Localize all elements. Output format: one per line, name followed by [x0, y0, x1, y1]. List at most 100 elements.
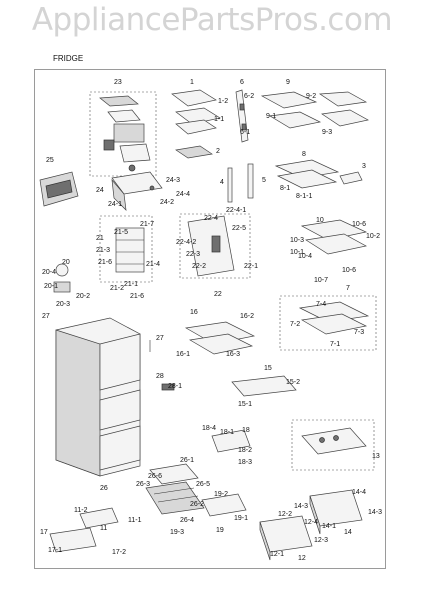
callout-1-2[interactable]: 1-2 [218, 98, 228, 105]
part-6-door-guide[interactable] [235, 89, 249, 143]
callout-18-3[interactable]: 18-3 [238, 459, 252, 466]
callout-22-2[interactable]: 22-2 [192, 263, 206, 270]
part-18-guide[interactable] [211, 429, 251, 453]
callout-22-4-2[interactable]: 22-4-2 [176, 239, 196, 246]
callout-28-1[interactable]: 28-1 [168, 383, 182, 390]
part-3-clip[interactable] [339, 171, 363, 185]
part-5-rail[interactable] [247, 163, 254, 199]
callout-21-6[interactable]: 21-6 [130, 293, 144, 300]
part-19-rail[interactable] [201, 493, 247, 517]
callout-19-2[interactable]: 19-2 [214, 491, 228, 498]
callout-15[interactable]: 15 [264, 365, 272, 372]
callout-18-4[interactable]: 18-4 [202, 425, 216, 432]
callout-3[interactable]: 3 [362, 163, 366, 170]
callout-15-1[interactable]: 15-1 [238, 401, 252, 408]
callout-2[interactable]: 2 [216, 148, 220, 155]
part-28-bracket[interactable] [161, 383, 175, 391]
callout-21-7[interactable]: 21-7 [140, 221, 154, 228]
part-26-basket[interactable] [145, 463, 205, 515]
callout-10-2[interactable]: 10-2 [366, 233, 380, 240]
callout-20-3[interactable]: 20-3 [56, 301, 70, 308]
callout-14-3[interactable]: 14-3 [294, 503, 308, 510]
callout-8-1[interactable]: 8-1 [280, 185, 290, 192]
callout-28[interactable]: 28 [156, 373, 164, 380]
callout-7-2[interactable]: 7-2 [290, 321, 300, 328]
part-23-ice-maker[interactable] [89, 91, 157, 177]
part-13-controls[interactable] [291, 419, 375, 471]
part-14-drawer[interactable] [309, 489, 363, 535]
callout-12-4[interactable]: 12-4 [304, 519, 318, 526]
callout-7-1[interactable]: 7-1 [330, 341, 340, 348]
callout-10-7[interactable]: 10-7 [314, 277, 328, 284]
callout-24-4[interactable]: 24-4 [176, 191, 190, 198]
callout-11-2[interactable]: 11-2 [74, 507, 88, 514]
part-10-drawer-shelf[interactable] [300, 219, 368, 255]
callout-21-2[interactable]: 21-2 [110, 285, 124, 292]
callout-21-1[interactable]: 21-1 [124, 281, 138, 288]
callout-10-4[interactable]: 10-4 [298, 253, 312, 260]
callout-6-1[interactable]: 6-1 [240, 129, 250, 136]
callout-19-3[interactable]: 19-3 [170, 529, 184, 536]
callout-6[interactable]: 6 [240, 79, 244, 86]
part-1-top-shelf[interactable] [171, 89, 221, 159]
callout-21-3[interactable]: 21-3 [96, 247, 110, 254]
callout-26-2[interactable]: 26-2 [190, 501, 204, 508]
callout-26-3[interactable]: 26-3 [136, 481, 150, 488]
callout-7-3[interactable]: 7-3 [354, 329, 364, 336]
callout-18-2[interactable]: 18-2 [238, 447, 252, 454]
callout-9[interactable]: 9 [286, 79, 290, 86]
part-15-trim[interactable] [231, 375, 297, 397]
callout-1-1[interactable]: 1-1 [214, 116, 224, 123]
callout-27[interactable]: 27 [156, 335, 164, 342]
callout-11[interactable]: 11 [100, 525, 107, 532]
callout-9-2[interactable]: 9-2 [306, 93, 316, 100]
callout-8-1-1[interactable]: 8-1-1 [296, 193, 312, 200]
callout-10-1[interactable]: 10-1 [290, 249, 304, 256]
callout-22-3[interactable]: 22-3 [186, 251, 200, 258]
callout-22-5[interactable]: 22-5 [232, 225, 246, 232]
callout-21-5[interactable]: 21-5 [114, 229, 128, 236]
callout-10-6[interactable]: 10-6 [342, 267, 356, 274]
callout-7-4[interactable]: 7-4 [316, 301, 326, 308]
part-17-bracket[interactable] [49, 527, 97, 553]
callout-24-3[interactable]: 24-3 [166, 177, 180, 184]
part-20-fan-motor[interactable] [53, 263, 71, 293]
part-25-dispenser-panel[interactable] [39, 171, 79, 207]
callout-21-6[interactable]: 21-6 [98, 259, 112, 266]
callout-14-1[interactable]: 14-1 [322, 523, 336, 530]
callout-18-1[interactable]: 18-1 [220, 429, 234, 436]
callout-16[interactable]: 16 [190, 309, 198, 316]
callout-17-2[interactable]: 17-2 [112, 549, 126, 556]
part-16-shelf[interactable] [184, 321, 256, 355]
callout-24-2[interactable]: 24-2 [160, 199, 174, 206]
callout-27[interactable]: 27 [42, 313, 50, 320]
callout-17[interactable]: 17 [40, 529, 48, 536]
callout-10-6[interactable]: 10-6 [352, 221, 366, 228]
callout-20-4[interactable]: 20-4 [42, 269, 56, 276]
part-24-housing[interactable] [111, 171, 163, 211]
callout-26-1[interactable]: 26-1 [180, 457, 194, 464]
callout-12-1[interactable]: 12-1 [270, 551, 284, 558]
callout-22-1[interactable]: 22-1 [244, 263, 258, 270]
part-8-shelf[interactable] [274, 159, 340, 189]
refrigerator-cabinet[interactable] [55, 317, 141, 477]
callout-20-1[interactable]: 20-1 [44, 283, 58, 290]
callout-10[interactable]: 10 [316, 217, 324, 224]
callout-19-1[interactable]: 19-1 [234, 515, 248, 522]
callout-17-1[interactable]: 17-1 [48, 547, 62, 554]
callout-25[interactable]: 25 [46, 157, 54, 164]
callout-1[interactable]: 1 [190, 79, 194, 86]
callout-15-2[interactable]: 15-2 [286, 379, 300, 386]
callout-24[interactable]: 24 [96, 187, 104, 194]
callout-19[interactable]: 19 [216, 527, 224, 534]
callout-9-1[interactable]: 9-1 [266, 113, 276, 120]
callout-22[interactable]: 22 [214, 291, 222, 298]
callout-21-4[interactable]: 21-4 [146, 261, 160, 268]
callout-22-4[interactable]: 22-4 [204, 215, 218, 222]
callout-16-2[interactable]: 16-2 [240, 313, 254, 320]
callout-12-2[interactable]: 12-2 [278, 511, 292, 518]
callout-12-3[interactable]: 12-3 [314, 537, 328, 544]
callout-26-5[interactable]: 26-5 [196, 481, 210, 488]
part-11-slide[interactable] [79, 507, 119, 529]
callout-14-4[interactable]: 14-4 [352, 489, 366, 496]
